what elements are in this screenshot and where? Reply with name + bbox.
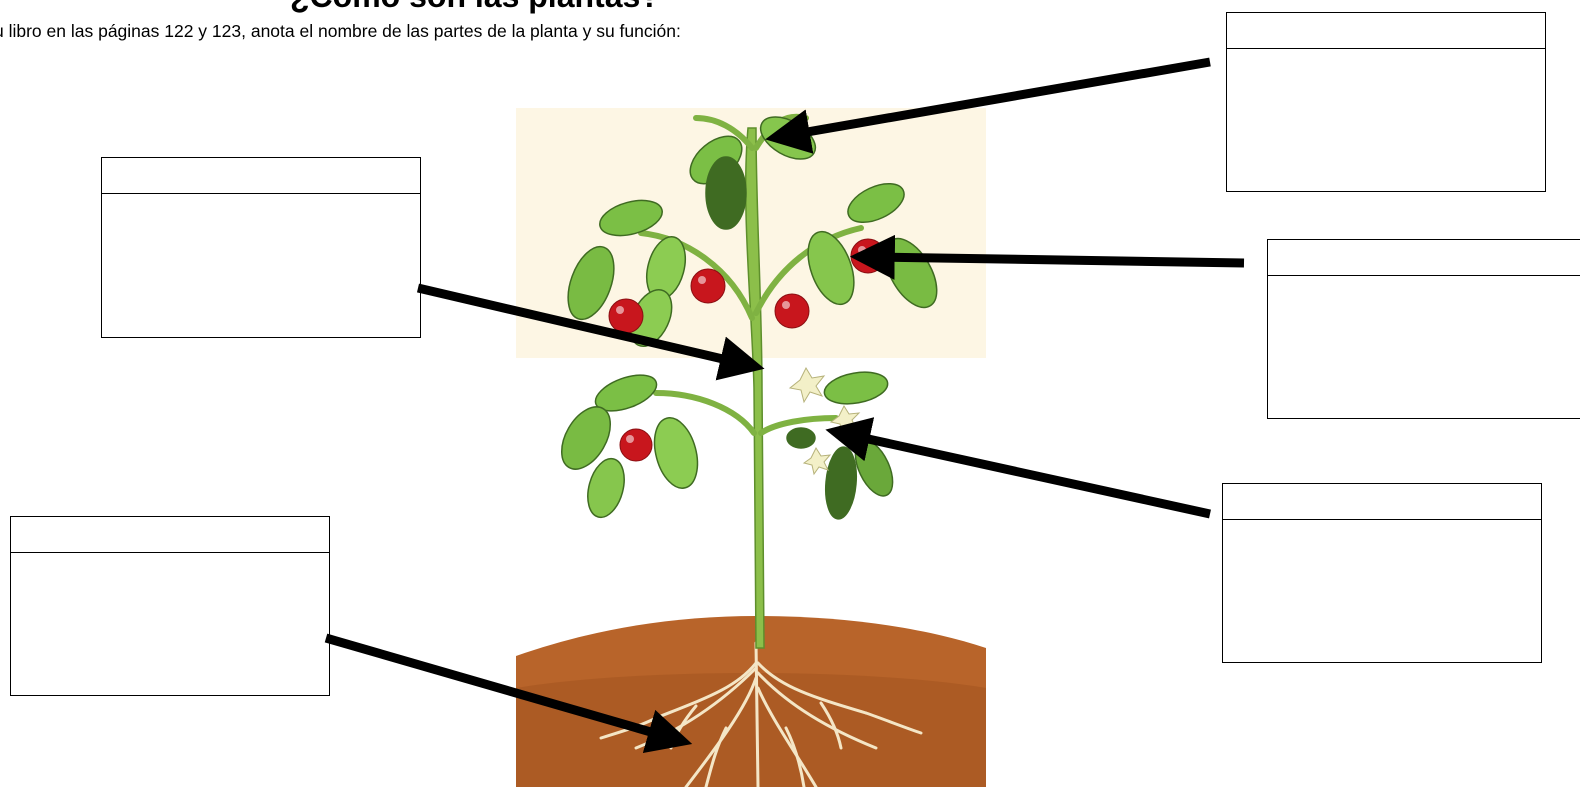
name-field[interactable] — [11, 517, 329, 553]
function-field[interactable] — [1223, 520, 1541, 662]
function-field[interactable] — [102, 194, 420, 337]
label-box-flower[interactable] — [1222, 483, 1542, 663]
label-box-leaf[interactable] — [1226, 12, 1546, 192]
label-box-stem[interactable] — [101, 157, 421, 338]
function-field[interactable] — [11, 553, 329, 695]
name-field[interactable] — [1223, 484, 1541, 520]
worksheet-instruction: u libro en las páginas 122 y 123, anota … — [0, 21, 681, 41]
label-box-root[interactable] — [10, 516, 330, 696]
name-field[interactable] — [1227, 13, 1545, 49]
branches — [638, 113, 864, 436]
main-stem — [744, 127, 765, 649]
name-field[interactable] — [102, 158, 420, 194]
function-field[interactable] — [1268, 276, 1580, 418]
function-field[interactable] — [1227, 49, 1545, 191]
background-panel-light — [516, 358, 986, 638]
name-field[interactable] — [1268, 240, 1580, 276]
worksheet-title: ¿Cómo son las plantas? — [290, 0, 660, 15]
label-box-fruit[interactable] — [1267, 239, 1580, 419]
tomato-plant-illustration — [516, 108, 986, 787]
